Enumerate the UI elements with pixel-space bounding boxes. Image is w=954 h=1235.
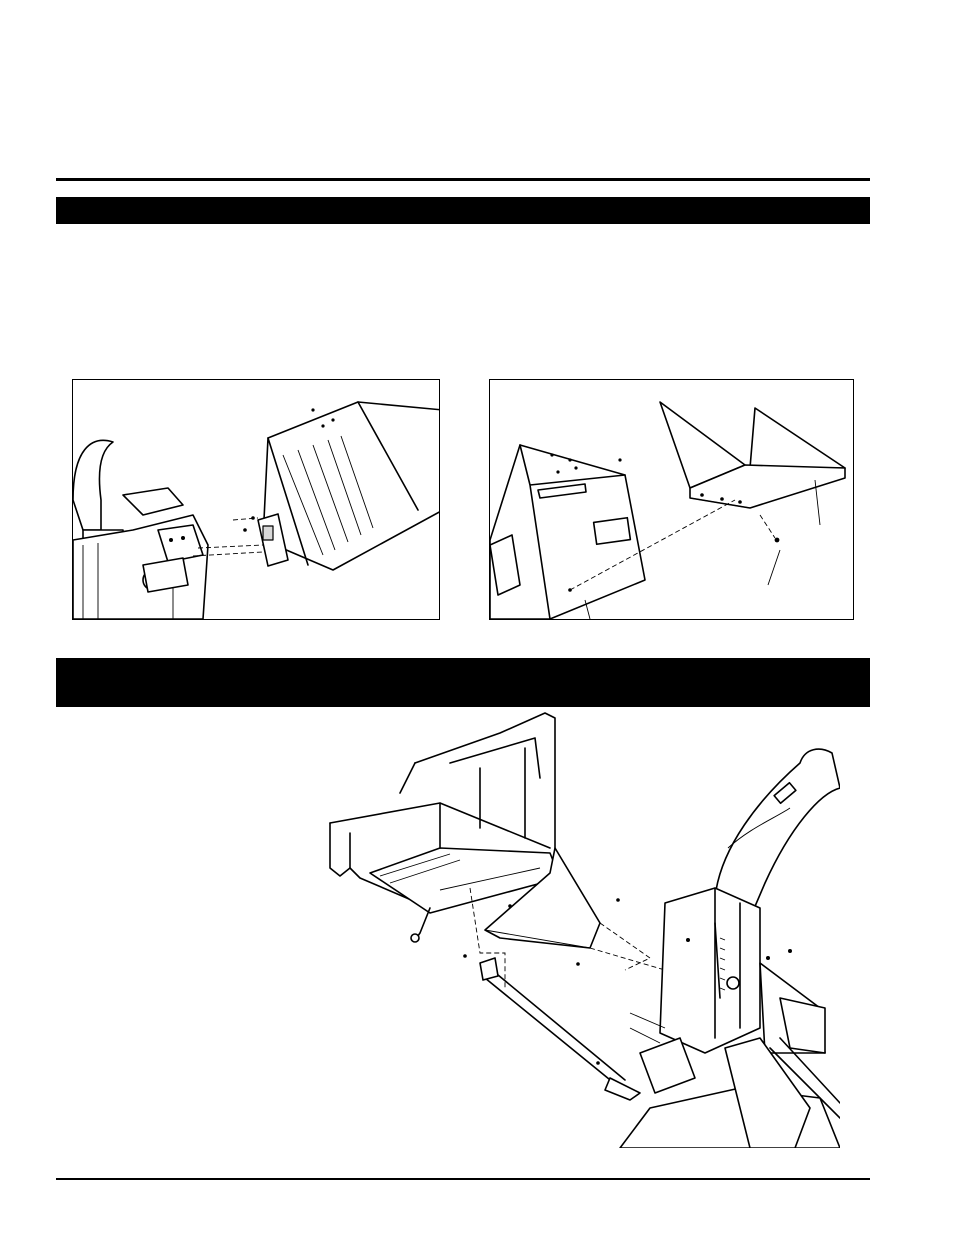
frame-handle-left [329,822,351,877]
base-frame [724,1037,811,1148]
assembly-dash-lines [469,887,666,988]
spring [719,937,726,991]
frame-uprights [439,747,526,849]
figure-hopper-to-housing [72,379,440,620]
support-leg-foot [604,1077,641,1101]
hopper-label-plate [592,516,632,546]
hopper-housing-drawing [73,401,439,619]
hopper-extension-drawing [490,401,846,619]
tray-right-wing [749,407,846,469]
tension-knob [726,976,740,990]
tray-alignment-lines [569,499,776,591]
discharge-chute [714,748,840,919]
engine-cover [779,997,826,1054]
hopper-ribs [282,435,374,556]
callout-leaders [584,479,821,619]
top-rule [56,178,870,181]
hopper-body [262,401,439,571]
hopper-bracket [537,483,587,499]
exhaust-pipe [73,439,114,531]
hopper-window [262,525,274,541]
bottom-rule [56,1178,870,1180]
infeed-throat [639,1037,696,1094]
section-header-band-2 [56,658,870,707]
frame-foot [410,933,420,943]
figure-feed-tray-assembly [320,708,840,1148]
housing-top [122,487,184,516]
figure-hopper-extension [489,379,854,620]
chipper-housing [659,887,761,1054]
feed-tray-assembly-drawing [329,712,840,1148]
chute-deflector [773,781,797,805]
hopper-box [490,444,646,619]
motor-block [142,557,189,593]
hopper-side-window [490,534,521,596]
support-leg [484,969,626,1089]
section-header-band [56,197,870,224]
frame-upper-rail [414,712,556,849]
support-leg-bracket [479,957,499,981]
